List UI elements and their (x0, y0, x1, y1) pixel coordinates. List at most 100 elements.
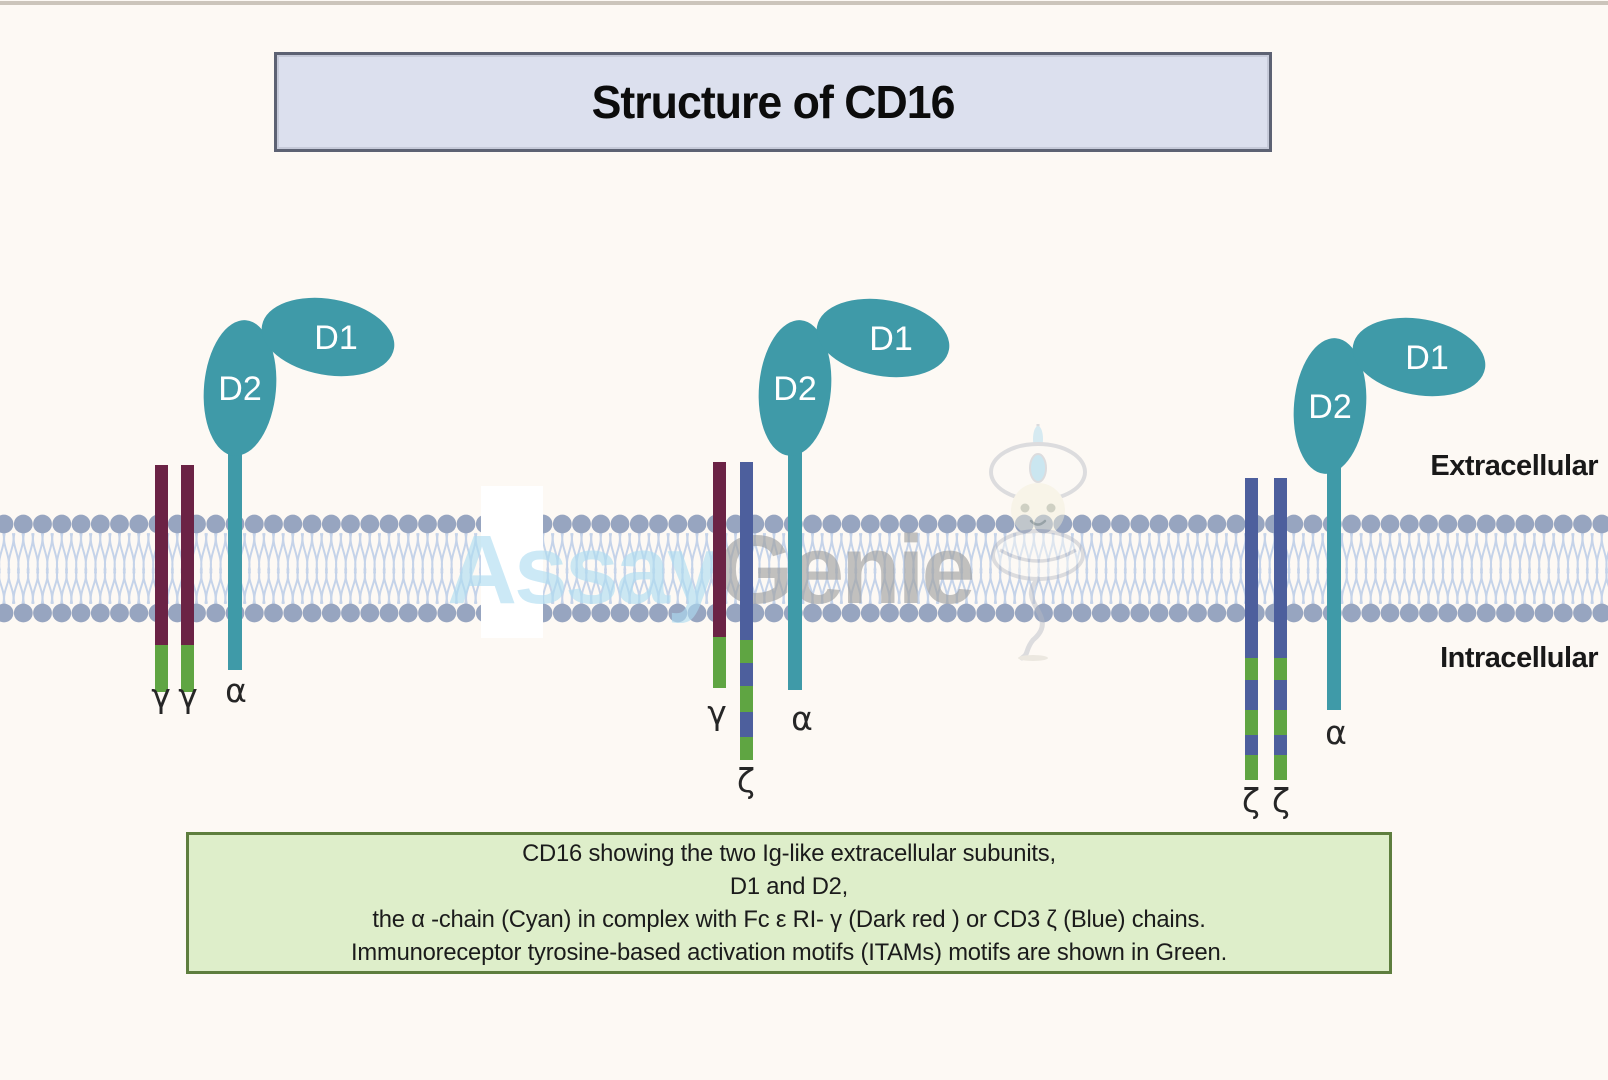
d1-domain-ellipse (261, 297, 395, 377)
lipid-head-outer (283, 514, 303, 534)
lipid-head-outer (1380, 514, 1400, 534)
lipid-head-inner (244, 603, 264, 623)
lipid-head-inner (1091, 603, 1111, 623)
lipid-head-outer (110, 514, 129, 534)
intracellular-label: Intracellular (1440, 642, 1598, 674)
itam-green-segment (155, 645, 168, 692)
lipid-head-inner (206, 603, 226, 623)
lipid-head-outer (918, 514, 938, 534)
genie-turban (989, 442, 1087, 502)
d2-domain-ellipse (758, 320, 832, 456)
alpha-chain-label: α (791, 699, 813, 738)
alpha-chain-stalk (788, 440, 802, 690)
lipid-head-outer (610, 514, 630, 534)
lipid-head-outer (1053, 514, 1073, 534)
gamma-chain-label: γ (178, 676, 198, 715)
zeta-chain-bar (740, 462, 753, 640)
lipid-head-outer (379, 514, 399, 534)
lipid-head-inner (552, 603, 572, 623)
lipid-head-inner (880, 603, 899, 623)
watermark-genie: Genie (717, 515, 976, 624)
lipid-head-inner (976, 603, 996, 623)
lipid-head-inner (1380, 603, 1400, 623)
caption-line: D1 and D2, (729, 873, 849, 900)
lipid-head-inner (860, 603, 880, 623)
zeta-chain-segment (740, 663, 753, 686)
lipid-head-outer (1303, 514, 1323, 534)
lipid-head-outer (1091, 514, 1111, 534)
alpha-chain-label: α (1325, 713, 1347, 752)
genie-face (1011, 483, 1065, 537)
genie-eye-right (1046, 503, 1056, 513)
lipid-head-outer (360, 514, 380, 534)
lipid-head-inner (13, 603, 33, 623)
lipid-head-outer (1130, 514, 1150, 534)
lipid-head-outer (1149, 514, 1169, 534)
lipid-head-outer (1457, 514, 1477, 534)
lipid-head-inner (129, 603, 149, 623)
lipid-head-outer (341, 514, 360, 534)
lipid-head-outer (976, 514, 996, 534)
lipid-head-outer (572, 514, 591, 534)
lipid-head-outer (418, 514, 437, 534)
lipid-head-inner (52, 603, 72, 623)
lipid-head-inner (1342, 603, 1361, 623)
lipid-head-outer (0, 514, 14, 534)
d1-label: D1 (1405, 339, 1448, 377)
zeta-chain-segment (740, 712, 753, 737)
lipid-head-outer (995, 514, 1015, 534)
d1-label: D1 (314, 319, 357, 357)
itam-green-segment (740, 686, 753, 712)
lipid-head-inner (1361, 603, 1381, 623)
lipid-head-inner (764, 603, 784, 623)
complex-gamma-zeta: D2 D1 γ ζ α (707, 298, 950, 800)
d1-domain-ellipse (1352, 317, 1486, 397)
lipid-head-inner (629, 603, 649, 623)
watermark-text: AssayGenie (447, 521, 975, 618)
itam-green-segment (1274, 710, 1287, 735)
itam-green-segment (181, 645, 194, 692)
lipid-head-outer (71, 514, 91, 534)
gamma-chain-bar (713, 462, 726, 637)
lipid-head-inner (456, 603, 476, 623)
lipid-head-inner (1014, 603, 1034, 623)
lipid-head-outer (822, 514, 842, 534)
lipid-head-outer (668, 514, 688, 534)
genie-base (1018, 655, 1048, 661)
zeta-chain-segment (1274, 680, 1287, 710)
lipid-head-inner (33, 603, 52, 623)
lipid-head-inner (1496, 603, 1515, 623)
itam-green-segment (740, 737, 753, 760)
d1-label: D1 (869, 320, 912, 358)
lipid-head-inner (379, 603, 399, 623)
lipid-head-inner (1419, 603, 1438, 623)
lipid-head-outer (244, 514, 264, 534)
lipid-head-inner (591, 603, 611, 623)
lipid-head-outer (937, 514, 957, 534)
lipid-head-outer (1072, 514, 1092, 534)
d2-label: D2 (773, 370, 816, 408)
lipid-head-outer (1419, 514, 1438, 534)
lipid-head-outer (302, 514, 322, 534)
lipid-head-inner (1072, 603, 1092, 623)
lipid-head-outer (1573, 514, 1592, 534)
extracellular-label: Extracellular (1430, 450, 1598, 482)
watermark-assay: Assay (447, 515, 721, 624)
lipid-head-outer (1342, 514, 1361, 534)
lipid-head-inner (1207, 603, 1227, 623)
zeta-chain-label: ζ (1272, 781, 1290, 820)
lipid-head-outer (1553, 514, 1573, 534)
lipid-head-outer (1034, 514, 1053, 534)
lipid-head-inner (264, 603, 283, 623)
genie-crossed-arms (991, 529, 1085, 581)
lipid-head-inner (360, 603, 380, 623)
lipid-head-outer (1515, 514, 1535, 534)
lipid-head-inner (1034, 603, 1053, 623)
lipid-head-inner (1284, 603, 1304, 623)
d2-domain-ellipse (203, 320, 277, 456)
zeta-chain-segment (1274, 735, 1287, 755)
lipid-head-inner (437, 603, 457, 623)
zeta-chain-segment (1245, 735, 1258, 755)
lipid-head-outer (899, 514, 919, 534)
genie-arm-fold (999, 548, 1077, 563)
